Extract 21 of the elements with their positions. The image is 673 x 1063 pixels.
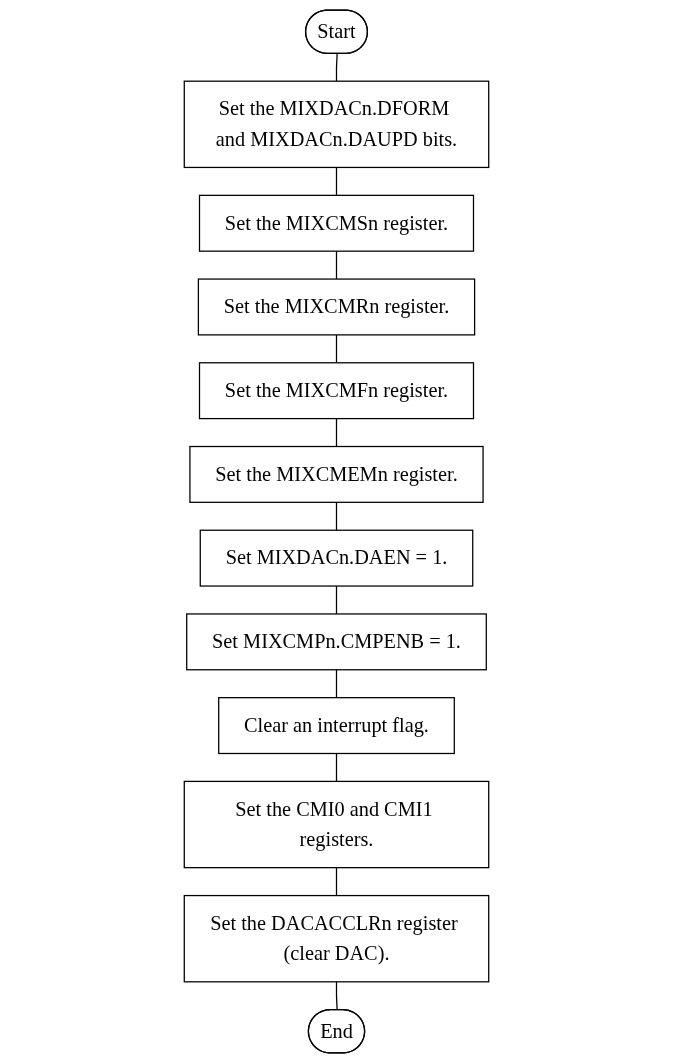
connector: [335, 669, 338, 699]
node-box: Set MIXCMPn.CMPENB = 1.: [186, 613, 487, 671]
connector: [335, 53, 338, 82]
node-box: Set the MIXCMSn register.: [198, 194, 475, 252]
connector: [335, 752, 338, 783]
connector: [335, 250, 338, 280]
connector: [335, 501, 338, 531]
node-box: Set MIXDACn.DAEN = 1.: [199, 529, 474, 587]
node-box: Clear an interrupt flag.: [218, 697, 455, 755]
node-box: Set the MIXCMRn register.: [197, 278, 476, 336]
connector: [335, 334, 338, 364]
node-box: Set the MIXDACn.DFORM and MIXDACn.DAUPD bits.: [183, 80, 490, 169]
connector: [335, 867, 338, 897]
connector: [335, 166, 338, 196]
node-box: Set the CMI0 and CMI1 registers.: [183, 780, 490, 869]
connector: [335, 417, 338, 448]
connector: [335, 585, 338, 615]
node-box: Set the MIXCMEMn register.: [189, 445, 484, 503]
node-box: Set the MIXCMFn register.: [198, 362, 475, 420]
node-box: Set the DACACCLRn register (clear DAC).: [183, 894, 490, 983]
connector: [335, 981, 338, 1011]
